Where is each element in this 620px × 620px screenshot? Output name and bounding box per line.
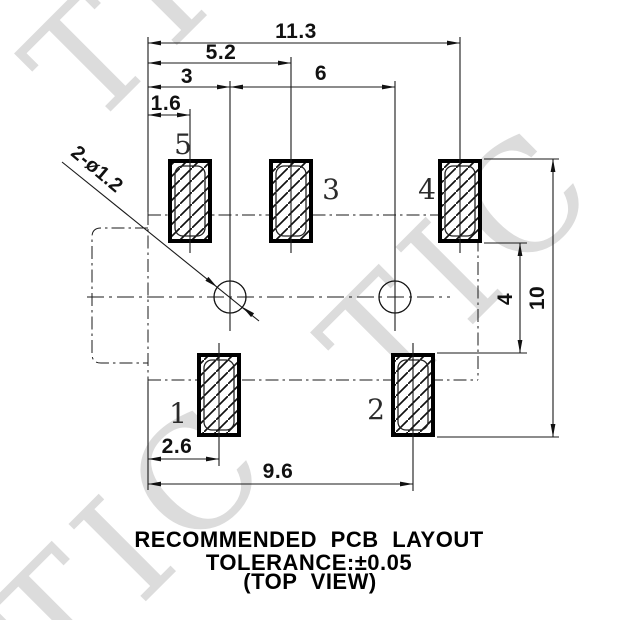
dim-row-gap: 4 (494, 293, 517, 305)
note-view: (TOP VIEW) (243, 569, 376, 594)
notes: RECOMMENDED PCB LAYOUT TOLERANCE:±0.05 (… (134, 527, 483, 594)
dim-hole-pitch: 6 (315, 62, 327, 85)
dim-hole1-offset-x: 3 (181, 65, 193, 88)
dimension-arrows (148, 40, 556, 487)
dimension-lines (148, 42, 554, 485)
pad3-label: 3 (322, 173, 340, 206)
watermark-text: TIC (289, 90, 620, 437)
note-title: RECOMMENDED PCB LAYOUT (134, 527, 483, 552)
hole-callout-leader (61, 161, 260, 322)
leader-arrow-icon (205, 276, 217, 287)
body-left-protrusion (91, 227, 148, 364)
dim-pad2-center-x: 9.6 (263, 460, 294, 483)
pad4-label: 4 (418, 173, 436, 206)
dim-overall-height: 10 (526, 286, 549, 310)
pad1-label: 1 (169, 397, 187, 430)
extension-lines (147, 37, 559, 491)
dim-overall-width: 11.3 (275, 20, 317, 43)
dim-pad5-center-x: 1.6 (151, 92, 182, 115)
pad-number-labels: 5 3 4 1 2 (169, 128, 436, 430)
leader-arrow-icon (242, 307, 255, 318)
dim-pad1-center-x: 2.6 (162, 435, 193, 458)
pad2-label: 2 (367, 393, 385, 426)
dim-pad3-center-x: 5.2 (206, 41, 237, 64)
note-tolerance: TOLERANCE:±0.05 (206, 550, 412, 575)
pad5-label: 5 (174, 128, 192, 161)
